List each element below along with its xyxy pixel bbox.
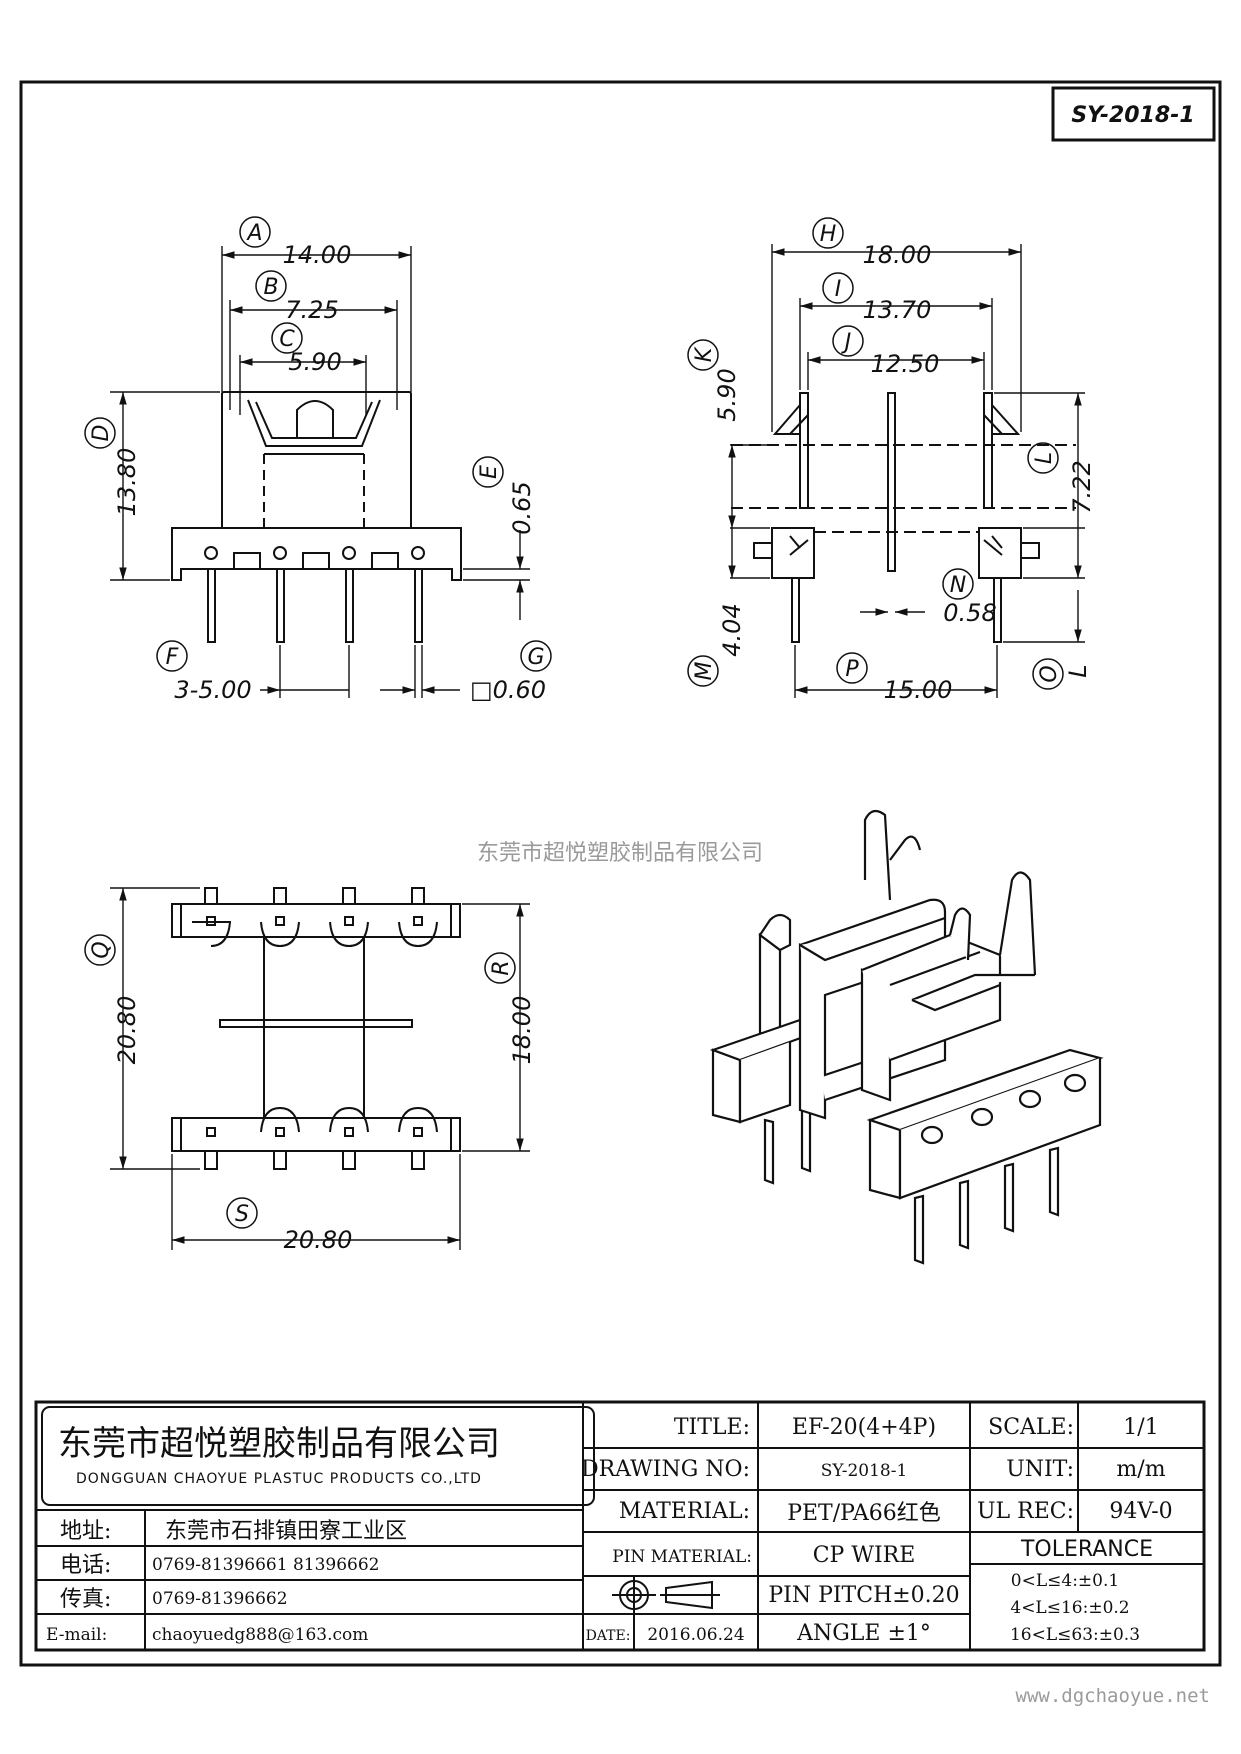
dim-C: 5.90 (288, 348, 341, 376)
dim-L: 7.22 (1068, 460, 1096, 513)
sheet-border (19, 80, 1222, 1667)
label-P: P (845, 657, 859, 682)
label-A: A (245, 221, 262, 246)
angle-tolerance: ANGLE ±1° (796, 1621, 931, 1646)
dim-M: 4.04 (718, 603, 746, 656)
tolerance-label: TOLERANCE (1020, 1537, 1153, 1562)
drawing-no-label: DRAWING NO: (581, 1457, 750, 1482)
date-value: 2016.06.24 (647, 1625, 744, 1645)
title-value: EF-20(4+4P) (792, 1415, 936, 1440)
phone-value: 0769-81396661 81396662 (152, 1555, 379, 1575)
front-view-dimensions (110, 246, 530, 698)
label-N: N (950, 573, 966, 598)
front-view-labels: A 14.00 B 7.25 C 5.90 D 13.80 E 0.65 F 3… (84, 216, 552, 704)
label-H: H (820, 222, 837, 247)
ul-value: 94V-0 (1109, 1499, 1172, 1524)
ul-label: UL REC: (977, 1499, 1074, 1524)
material-value: PET/PA66红色 (787, 1501, 941, 1526)
fax-label: 传真: (60, 1587, 111, 1612)
date-label: DATE: (586, 1628, 631, 1644)
label-Q: Q (89, 941, 114, 958)
pin-pitch: PIN PITCH±0.20 (768, 1583, 959, 1608)
dim-K: 5.90 (713, 368, 741, 421)
label-I: I (835, 277, 842, 302)
bottom-view (171, 887, 461, 1170)
side-view (731, 392, 1076, 643)
dim-F: 3-5.00 (174, 676, 251, 704)
dim-J: 12.50 (871, 350, 940, 378)
front-view (171, 391, 462, 643)
phone-label: 电话: (60, 1553, 111, 1578)
label-F: F (166, 645, 179, 670)
label-D: D (89, 425, 114, 442)
fax-value: 0769-81396662 (152, 1589, 288, 1609)
tolerance-row-1: 0<L≤4:±0.1 (1011, 1571, 1119, 1591)
title-block-text: 东莞市超悦塑胶制品有限公司 DONGGUAN CHAOYUE PLASTUC P… (46, 1415, 1173, 1646)
dim-Q: 20.80 (113, 996, 141, 1065)
label-B: B (263, 275, 278, 300)
label-C: C (279, 327, 295, 352)
label-G: G (527, 645, 544, 670)
unit-value: m/m (1116, 1457, 1165, 1482)
label-K: K (692, 346, 717, 362)
dim-N: 0.58 (943, 599, 996, 627)
label-M: M (692, 661, 717, 680)
label-S: S (235, 1202, 249, 1227)
scale-value: 1/1 (1123, 1415, 1158, 1440)
company-name-en: DONGGUAN CHAOYUE PLASTUC PRODUCTS CO.,LT… (76, 1471, 482, 1487)
email-label: E-mail: (46, 1625, 107, 1645)
dim-A: 14.00 (283, 241, 352, 269)
material-label: MATERIAL: (619, 1499, 750, 1524)
bottom-view-dimensions (110, 887, 530, 1250)
drawing-code-box (1051, 86, 1216, 142)
pin-material-label: PIN MATERIAL: (612, 1547, 752, 1567)
label-L: L (1032, 452, 1057, 464)
website-url: www.dgchaoyue.net (1016, 1685, 1210, 1707)
dim-O: L (1064, 664, 1092, 677)
label-O: O (1037, 665, 1062, 682)
bottom-view-labels: Q 20.80 R 18.00 S 20.80 (84, 934, 536, 1254)
title-block (34, 1400, 1206, 1652)
dim-D: 13.80 (113, 448, 141, 517)
email-value: chaoyuedg888@163.com (152, 1625, 368, 1645)
isometric-view (709, 809, 1104, 1265)
dim-P: 15.00 (884, 676, 953, 704)
dim-H: 18.00 (863, 241, 932, 269)
side-view-labels: H 18.00 I 13.70 J 12.50 K 5.90 L 7.22 M … (687, 217, 1096, 704)
dim-G: □0.60 (470, 676, 546, 704)
company-name-cn: 东莞市超悦塑胶制品有限公司 (58, 1424, 500, 1464)
tolerance-row-3: 16<L≤63:±0.3 (1010, 1625, 1140, 1645)
dim-R: 18.00 (508, 996, 536, 1065)
tolerance-row-2: 4<L≤16:±0.2 (1010, 1598, 1129, 1618)
dim-S: 20.80 (284, 1226, 353, 1254)
title-label: TITLE: (674, 1415, 750, 1440)
label-J: J (841, 330, 852, 355)
drawing-no-value: SY-2018-1 (821, 1461, 908, 1481)
drawing-code: SY-2018-1 (1071, 103, 1194, 128)
scale-label: SCALE: (988, 1415, 1074, 1440)
pin-material-value: CP WIRE (813, 1543, 916, 1568)
dim-E: 0.65 (508, 481, 536, 534)
dim-I: 13.70 (863, 296, 932, 324)
label-E: E (477, 465, 502, 479)
label-R: R (489, 960, 514, 975)
address-value: 东莞市石排镇田寮工业区 (165, 1519, 407, 1544)
watermark-text: 东莞市超悦塑胶制品有限公司 (477, 841, 763, 866)
address-label: 地址: (60, 1519, 111, 1544)
dim-B: 7.25 (285, 296, 338, 324)
side-view-dimensions (728, 244, 1085, 698)
unit-label: UNIT: (1006, 1457, 1074, 1482)
